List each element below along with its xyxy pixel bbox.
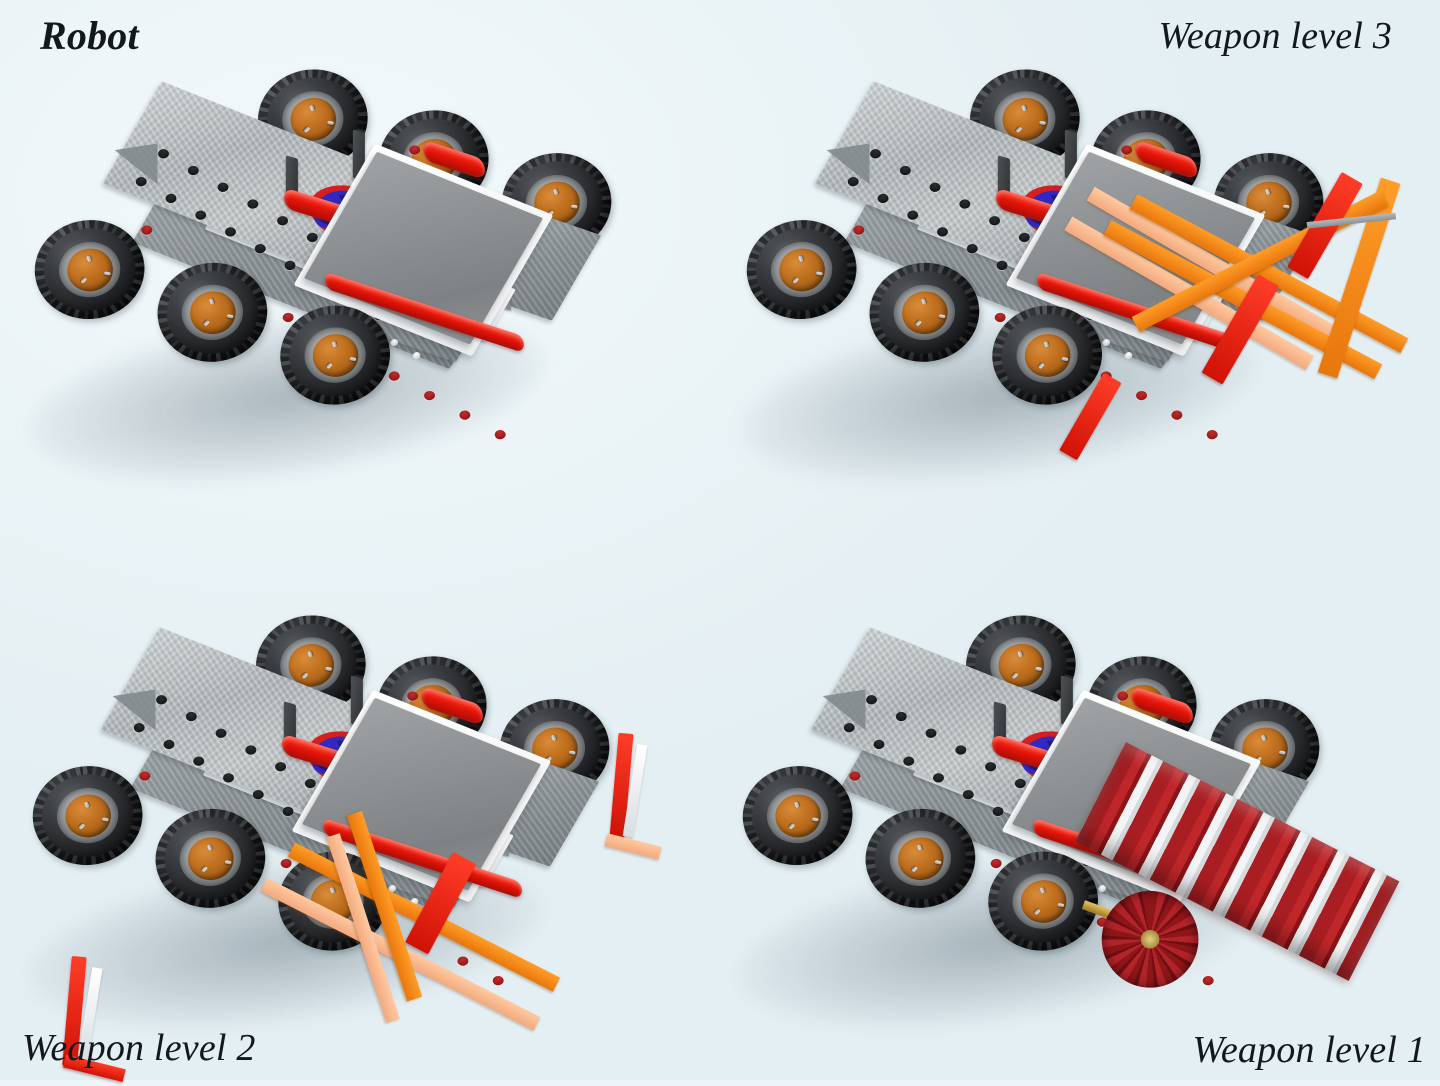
weapon-spinning-drum (726, 584, 1400, 1086)
weapon-extended-fork-plow (730, 38, 1409, 540)
panel-weapon-level-1 (720, 540, 1440, 1080)
rail-marker-hole (492, 428, 508, 441)
robot-scene-base (0, 0, 720, 540)
robot-scene-weapon3 (720, 0, 1440, 540)
weapon-lifter-fork (16, 584, 686, 1086)
panel-weapon-level-2 (0, 540, 720, 1083)
robot-scene-weapon1 (720, 540, 1440, 1080)
wheel-bolt (326, 120, 334, 125)
wheel-near-2 (152, 257, 273, 368)
panel-weapon-level-3 (720, 0, 1440, 540)
wheel-near-1 (29, 214, 150, 325)
lifter-foot-right (604, 833, 662, 860)
rail-marker-hole (457, 408, 473, 422)
drum-cap-core (1140, 929, 1160, 949)
drum-cap-assembly (1101, 890, 1199, 988)
wheel-bolt (570, 204, 578, 209)
panel-robot-base (0, 0, 720, 540)
label-weapon-level-2: Weapon level 2 (22, 1027, 256, 1069)
label-weapon-level-3: Weapon level 3 (1158, 15, 1392, 57)
rail-marker-hole (422, 389, 437, 402)
robot-scene-weapon2 (0, 540, 720, 1083)
label-weapon-level-1: Weapon level 1 (1192, 1029, 1426, 1071)
label-robot: Robot (40, 13, 139, 58)
weapon-blade-red-3 (1059, 372, 1122, 461)
wheel-near-3 (275, 300, 395, 410)
